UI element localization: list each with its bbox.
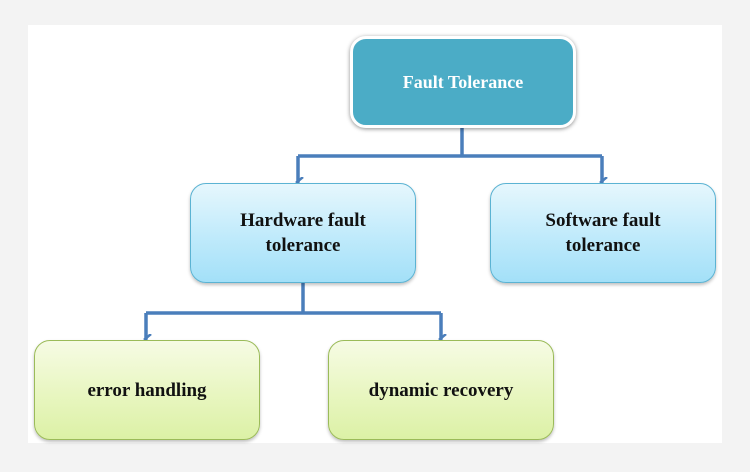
node-label: dynamic recovery	[368, 379, 514, 401]
node-label: error handling	[87, 379, 207, 401]
node-dynamic-recovery: dynamic recovery	[328, 340, 554, 440]
node-label: Hardware fault tolerance	[240, 210, 366, 256]
node-label: Fault Tolerance	[402, 71, 524, 92]
node-fault-tolerance: Fault Tolerance	[350, 36, 576, 128]
node-label: Software fault tolerance	[545, 210, 661, 256]
node-hardware-fault-tolerance: Hardware fault tolerance	[190, 183, 416, 283]
node-error-handling: error handling	[34, 340, 260, 440]
node-software-fault-tolerance: Software fault tolerance	[490, 183, 716, 283]
